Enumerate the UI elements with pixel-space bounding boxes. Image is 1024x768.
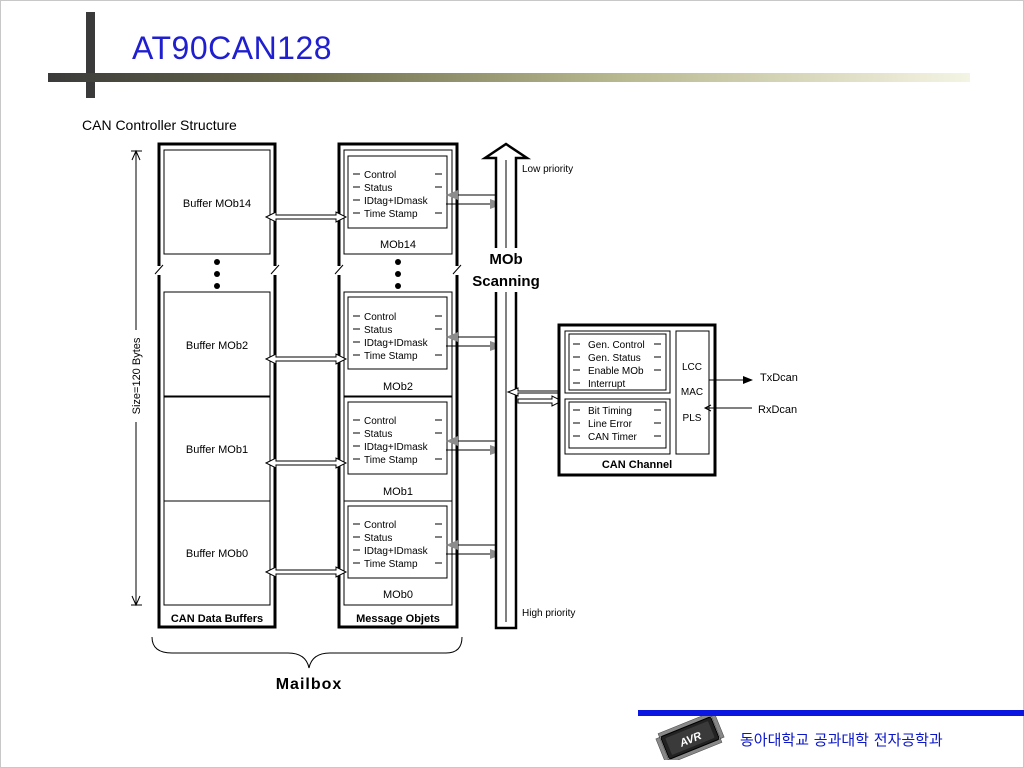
title-horizontal-bar [48, 73, 970, 82]
channel-interrupt: Interrupt [588, 379, 625, 390]
can-data-buffers: Buffer MOb14 Buffer MOb2 Buffer MOb1 Buf… [154, 142, 280, 629]
buffer-mob14: Buffer MOb14 [183, 198, 251, 210]
txrx-lines: TxDcan RxDcan [703, 372, 798, 416]
size-dimension: Size=120 Bytes [126, 149, 146, 607]
channel-enable-mob: Enable MOb [588, 366, 644, 377]
low-priority-label: Low priority [522, 164, 573, 175]
mob0-field-idtag: IDtag+IDmask [364, 546, 429, 557]
can-channel-caption: CAN Channel [602, 459, 672, 471]
buffer-mob2: Buffer MOb2 [186, 340, 248, 352]
message-objects: Control Status IDtag+IDmask Time Stamp M… [334, 142, 462, 629]
mob0-field-control: Control [364, 520, 396, 531]
channel-gen-control: Gen. Control [588, 340, 645, 351]
rxdcan-label: RxDcan [758, 404, 797, 416]
mob1-field-idtag: IDtag+IDmask [364, 442, 429, 453]
buffer-mob0: Buffer MOb0 [186, 548, 248, 560]
txdcan-label: TxDcan [760, 372, 798, 384]
mob14-field-timestamp: Time Stamp [364, 209, 418, 220]
high-priority-label: High priority [522, 608, 575, 619]
channel-gen-status: Gen. Status [588, 353, 641, 364]
mailbox-brace: Mailbox [151, 636, 463, 693]
channel-bit-timing: Bit Timing [588, 406, 632, 417]
buffer-mob-links [264, 211, 348, 578]
slide-title: AT90CAN128 [132, 30, 333, 66]
layer-pls: PLS [683, 413, 702, 424]
mob14-field-status: Status [364, 183, 392, 194]
mob14-field-idtag: IDtag+IDmask [364, 196, 429, 207]
footer-text: 동아대학교 공과대학 전자공학과 [740, 731, 943, 749]
mob1-label: MOb1 [383, 486, 413, 498]
mob14-label: MOb14 [380, 239, 416, 251]
mob0-field-status: Status [364, 533, 392, 544]
layer-lcc: LCC [682, 362, 702, 373]
mob2-field-timestamp: Time Stamp [364, 351, 418, 362]
channel-can-timer: CAN Timer [588, 432, 638, 443]
footer-bar [638, 710, 1024, 716]
mob2-field-idtag: IDtag+IDmask [364, 338, 429, 349]
mob0-label: MOb0 [383, 589, 413, 601]
title-vertical-bar [86, 12, 95, 98]
buffers-caption: CAN Data Buffers [171, 613, 263, 625]
buffer-mob1: Buffer MOb1 [186, 444, 248, 456]
mob2-field-status: Status [364, 325, 392, 336]
mob1-field-status: Status [364, 429, 392, 440]
channel-line-error: Line Error [588, 419, 633, 430]
avr-chip-logo: AVR [655, 716, 725, 760]
mailbox-label: Mailbox [276, 676, 343, 693]
can-channel: Gen. Control Gen. Status Enable MOb Inte… [557, 323, 717, 477]
size-label: Size=120 Bytes [131, 337, 143, 414]
diagram-title: CAN Controller Structure [82, 117, 237, 133]
mob-bus-links [446, 190, 504, 559]
mob-scanning-bus: MOb Scanning Low priority High priority [462, 142, 575, 630]
mob-scanning-line1: MOb [489, 251, 522, 268]
mob-scanning-line2: Scanning [472, 273, 540, 290]
mob2-label: MOb2 [383, 381, 413, 393]
mobs-caption: Message Objets [356, 613, 440, 625]
layer-mac: MAC [681, 387, 703, 398]
mob1-field-control: Control [364, 416, 396, 427]
mob14-field-control: Control [364, 170, 396, 181]
mob0-field-timestamp: Time Stamp [364, 559, 418, 570]
mob2-field-control: Control [364, 312, 396, 323]
mob1-field-timestamp: Time Stamp [364, 455, 418, 466]
